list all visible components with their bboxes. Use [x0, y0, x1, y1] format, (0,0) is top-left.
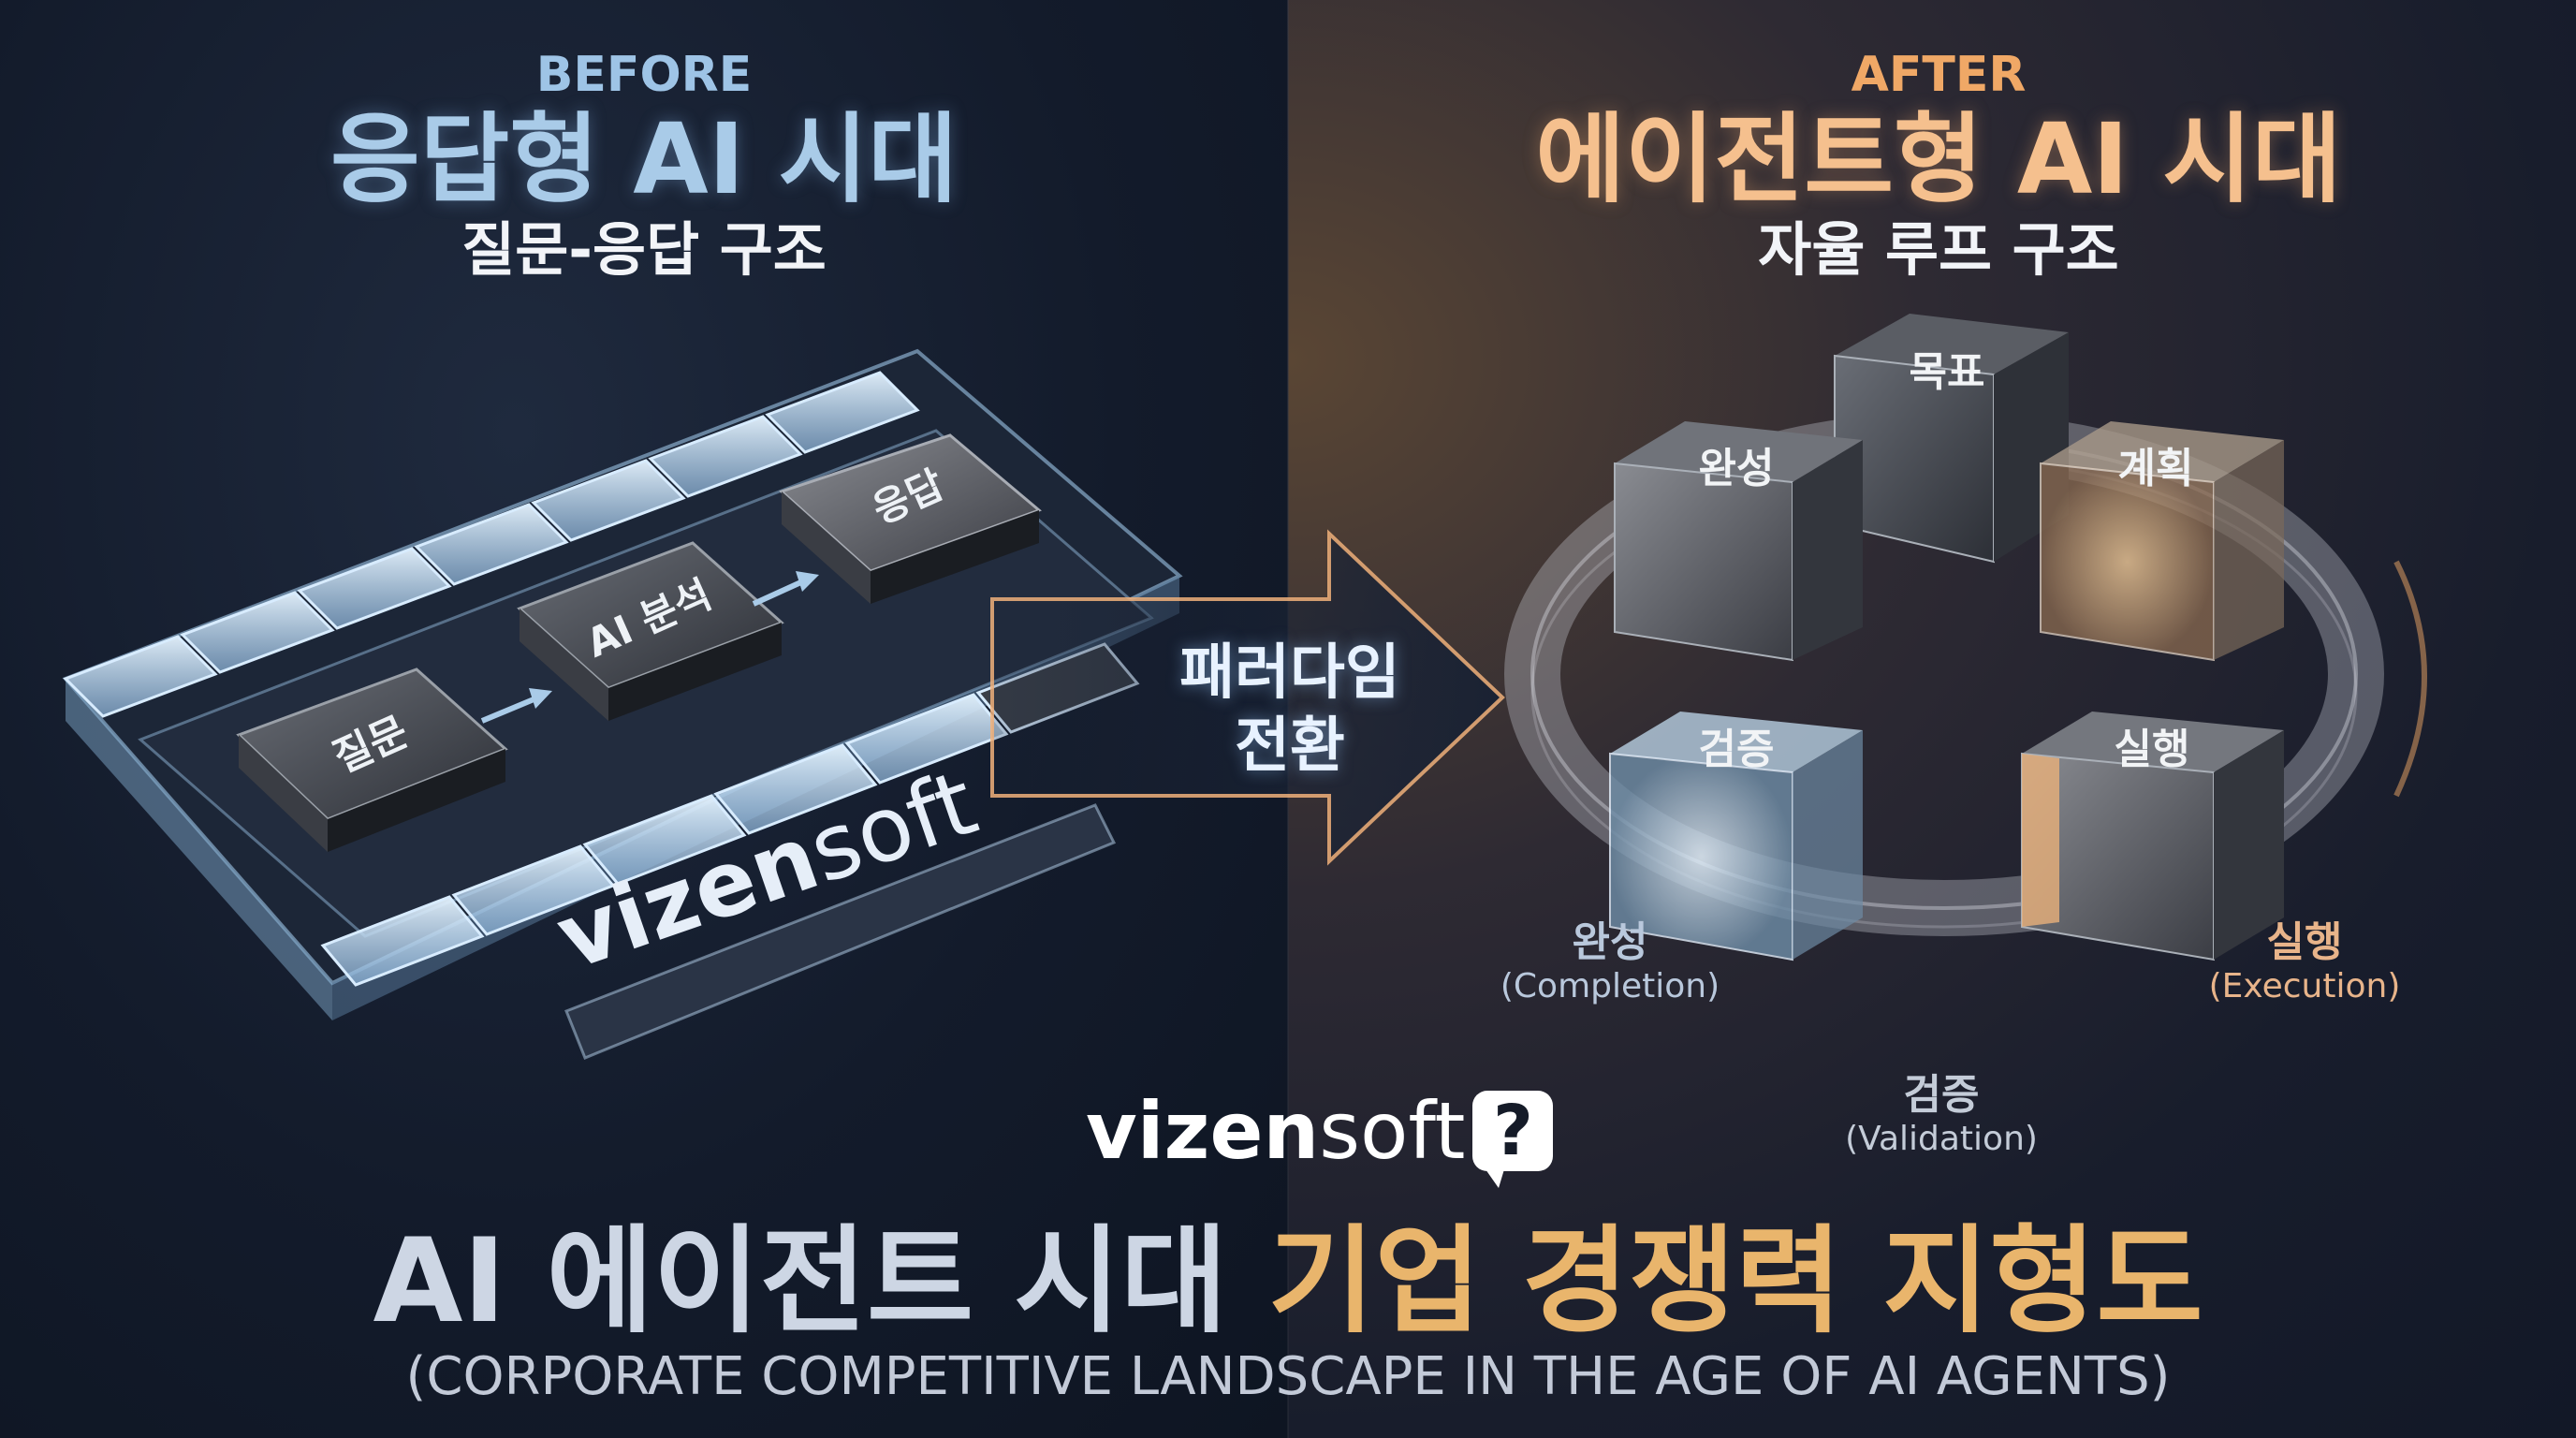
cube-label-complete: 완성	[1699, 445, 1775, 492]
paradigm-shift-line1: 패러다임	[1179, 638, 1400, 708]
cube-label-goal: 목표	[1910, 348, 1985, 396]
step-block-answer	[779, 433, 1042, 604]
stage-label-execution: 실행(Execution)	[2208, 918, 2401, 1006]
cube-verify	[1609, 712, 1863, 961]
after-label: AFTER	[1851, 47, 2027, 103]
paradigm-shift-label: 패러다임 전환	[1179, 637, 1400, 783]
step-block-ai-analysis	[517, 541, 784, 721]
question-bubble-icon: ?	[1472, 1091, 1554, 1188]
stage-label-completion: 완성(Completion)	[1500, 918, 1720, 1006]
paradigm-shift-arrow	[990, 529, 1505, 866]
cube-label-plan: 계획	[2118, 445, 2194, 492]
stage-label-validation: 검증(Validation)	[1845, 1071, 2038, 1159]
cube-label-execute: 실행	[2115, 726, 2190, 773]
cube-plan	[2040, 421, 2284, 662]
cube-complete	[1614, 421, 1863, 662]
step-arrow-icon	[480, 571, 819, 724]
cube-label-verify: 검증	[1699, 726, 1775, 773]
paradigm-shift-line2: 전환	[1235, 712, 1345, 781]
main-title: AI 에이전트 시대 기업 경쟁력 지형도	[373, 1214, 2203, 1349]
after-title: 에이전트형 AI 시대	[1535, 102, 2342, 216]
before-title: 응답형 AI 시대	[330, 102, 958, 216]
before-subtitle: 질문-응답 구조	[461, 215, 827, 284]
after-panel-background	[1288, 0, 2576, 1438]
after-subtitle: 자율 루프 구조	[1758, 215, 2119, 284]
cube-execute	[2021, 712, 2284, 961]
logo-plate	[564, 803, 1117, 1060]
main-subtitle: (CORPORATE COMPETITIVE LANDSCAPE IN THE …	[405, 1346, 2171, 1407]
glass-tiles-top	[63, 371, 920, 718]
before-board: 질문 AI 분석 응답	[62, 348, 1183, 1060]
before-label: BEFORE	[535, 47, 753, 103]
step-block-question	[236, 668, 508, 852]
